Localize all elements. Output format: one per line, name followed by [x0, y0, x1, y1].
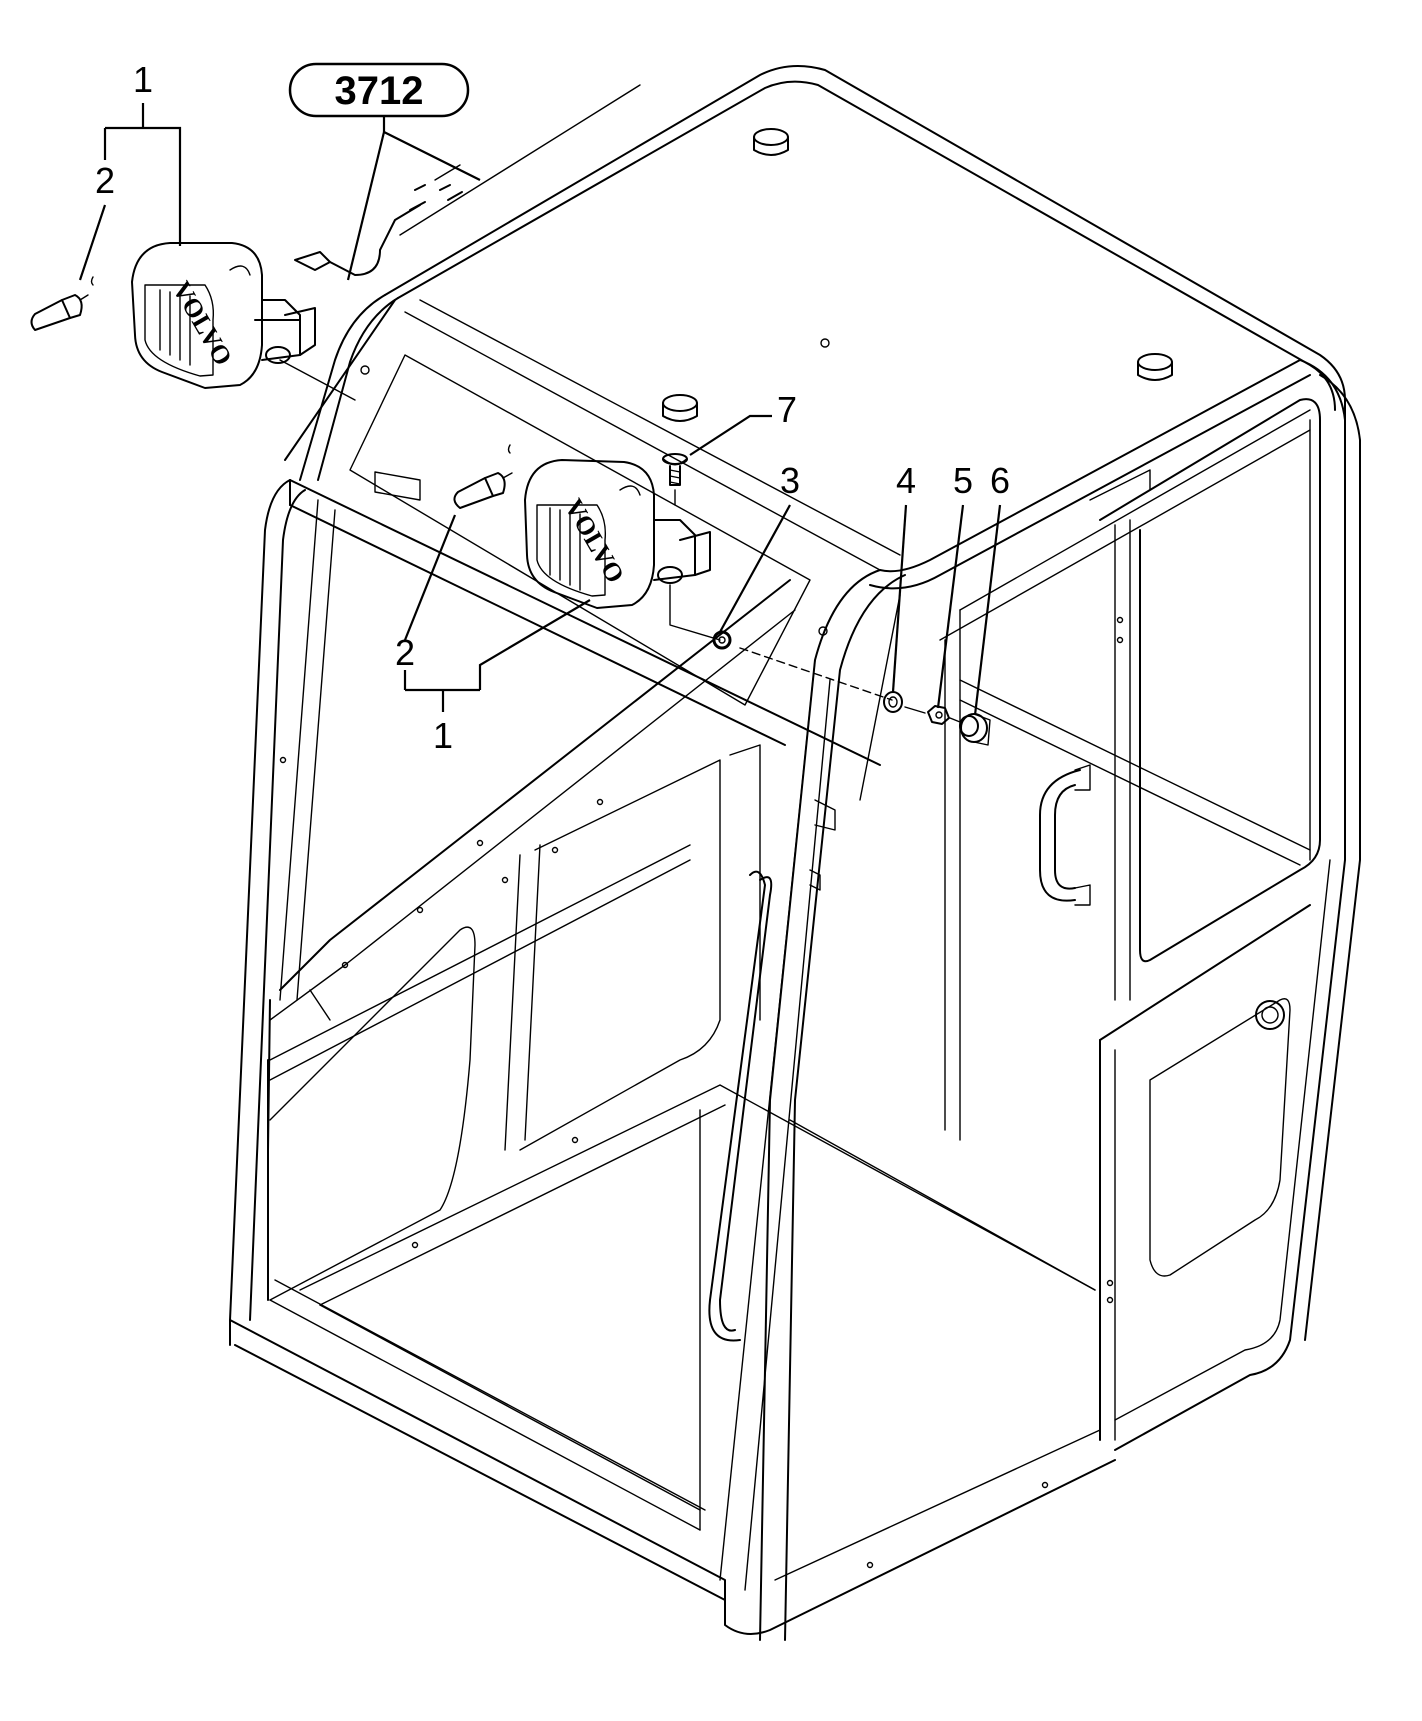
nut-icon — [927, 705, 950, 725]
callout-label[interactable]: 1 — [133, 59, 153, 100]
washer-icon — [712, 630, 732, 650]
right-front-pillar — [719, 569, 906, 1641]
cab-roof — [299, 65, 1346, 590]
cap-icon — [959, 713, 991, 746]
work-lamp-mounted — [524, 459, 721, 641]
reference-badge-label: 3712 — [335, 69, 424, 113]
front-grab-handle — [708, 870, 773, 1342]
roof-boss — [662, 394, 698, 422]
bulb-icon — [30, 276, 94, 331]
assembly-axis-line — [904, 706, 926, 714]
callout-label[interactable]: 4 — [896, 460, 916, 501]
cab-base — [229, 1084, 1116, 1635]
brand-logo: VOLVO — [167, 276, 238, 370]
washer-icon — [883, 691, 903, 713]
assembly-axis-line — [739, 647, 893, 701]
work-lamp-exploded — [131, 242, 316, 389]
front-visor-panel — [284, 299, 881, 766]
cab-door — [1099, 359, 1361, 1451]
door-window — [1099, 398, 1321, 1001]
left-lower-window — [269, 844, 541, 1301]
callout-label[interactable]: 5 — [953, 460, 973, 501]
mid-window — [519, 744, 761, 1151]
callout-label[interactable]: 2 — [95, 160, 115, 201]
callout-label[interactable]: 1 — [433, 715, 453, 756]
callout-leaders — [78, 103, 1002, 716]
bulb-icon — [453, 444, 513, 509]
rear-window — [939, 409, 1311, 1141]
callout-label[interactable]: 2 — [395, 632, 415, 673]
lamp-wire-harness — [279, 84, 641, 401]
reference-badge[interactable]: 3712 — [288, 62, 470, 118]
assembly-axis-line — [949, 717, 961, 723]
left-front-pillar — [229, 479, 336, 1321]
roof-boss — [1137, 353, 1173, 381]
door-handle — [1039, 764, 1091, 906]
screw-icon — [662, 453, 688, 506]
callout-label[interactable]: 7 — [777, 389, 797, 430]
callout-label[interactable]: 3 — [780, 460, 800, 501]
callout-label[interactable]: 6 — [990, 460, 1010, 501]
roof-boss — [753, 128, 789, 156]
windshield — [267, 579, 796, 1151]
